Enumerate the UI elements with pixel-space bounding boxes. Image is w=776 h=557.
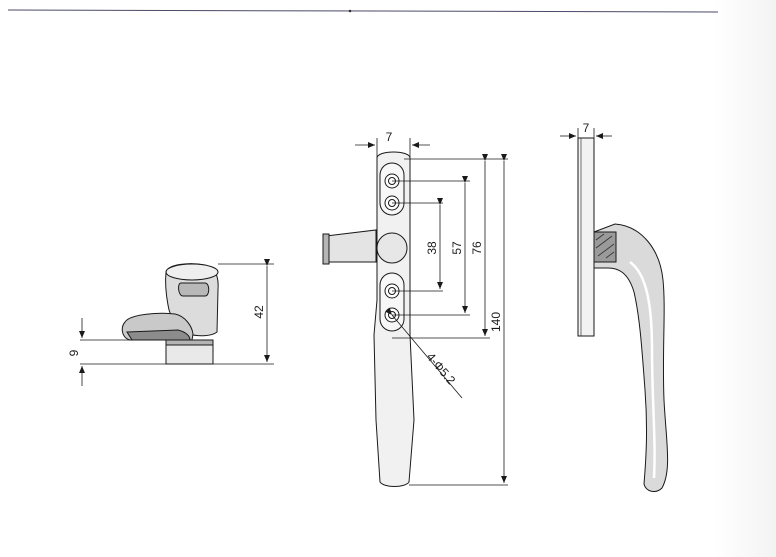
header-mark <box>348 9 352 13</box>
profile-view-plate <box>577 137 595 337</box>
side-view-knob-top <box>165 263 219 281</box>
front-view <box>322 151 415 487</box>
profile-view <box>577 137 669 492</box>
front-view-spindle-end <box>322 233 330 265</box>
front-view-spindle <box>325 229 377 263</box>
side-view-slot <box>178 282 210 297</box>
side-dim-42 <box>213 259 274 365</box>
front-view-boss <box>376 232 408 264</box>
dim-label-hole-spacing-mid: 57 <box>450 241 464 255</box>
dim-label-side-height: 42 <box>252 305 266 319</box>
profile-dim-7 <box>560 128 612 140</box>
front-extension-lines <box>392 158 508 486</box>
dim-label-hole-spacing-large: 76 <box>470 241 484 255</box>
dim-label-profile-width: 7 <box>583 121 590 135</box>
dim-label-side-thickness: 9 <box>67 349 81 356</box>
profile-view-hub-hatch <box>595 233 615 259</box>
front-dim-7 <box>355 138 430 160</box>
dim-label-front-width: 7 <box>386 130 393 144</box>
profile-view-lever <box>593 223 669 492</box>
dim-label-hole-callout: 4-Φ5.2 <box>424 350 459 388</box>
side-view-lever-shade <box>126 329 191 341</box>
side-dim-9 <box>79 318 166 386</box>
hole-callout-leader <box>385 307 463 399</box>
header-rule <box>7 9 719 13</box>
dim-label-overall-length: 140 <box>489 312 503 332</box>
profile-view-lever-highlight <box>629 260 656 479</box>
side-view <box>121 263 219 365</box>
dim-label-hole-spacing-small: 38 <box>425 241 439 255</box>
side-view-base-shadow <box>165 339 214 346</box>
